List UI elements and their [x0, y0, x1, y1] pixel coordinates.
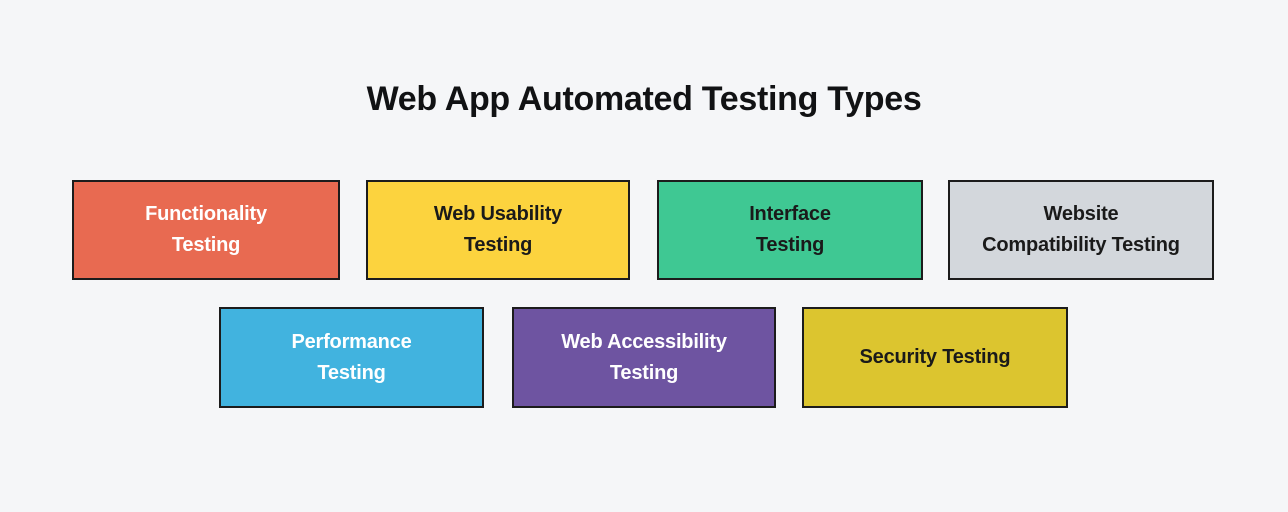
box-label-line: Compatibility Testing	[982, 234, 1180, 256]
box-label-line: Web Accessibility	[561, 330, 727, 353]
box-label-line: Testing	[609, 361, 679, 384]
box-functionality-testing: Functionality Testing	[72, 180, 340, 280]
box-interface-testing: Interface Testing	[657, 180, 923, 280]
box-performance-testing: Performance Testing	[219, 307, 484, 408]
box-label-line: Website	[1043, 203, 1119, 225]
box-web-usability-testing: Web Usability Testing	[366, 180, 630, 280]
box-security-testing: Security Testing	[802, 307, 1068, 408]
diagram-title: Web App Automated Testing Types	[366, 80, 922, 118]
box-label-line: Testing	[463, 234, 533, 256]
box-label-line: Web Usability	[433, 203, 563, 225]
box-website-compatibility-testing: Website Compatibility Testing	[948, 180, 1214, 280]
box-label-line: Performance	[291, 330, 412, 353]
box-label-line: Testing	[317, 361, 386, 384]
box-label-line: Functionality	[145, 203, 267, 225]
box-label-line: Interface	[749, 203, 831, 225]
box-web-accessibility-testing: Web Accessibility Testing	[512, 307, 776, 408]
box-label-line: Testing	[171, 234, 241, 256]
box-label-line: Security Testing	[859, 346, 1011, 368]
box-label-line: Testing	[755, 234, 825, 256]
